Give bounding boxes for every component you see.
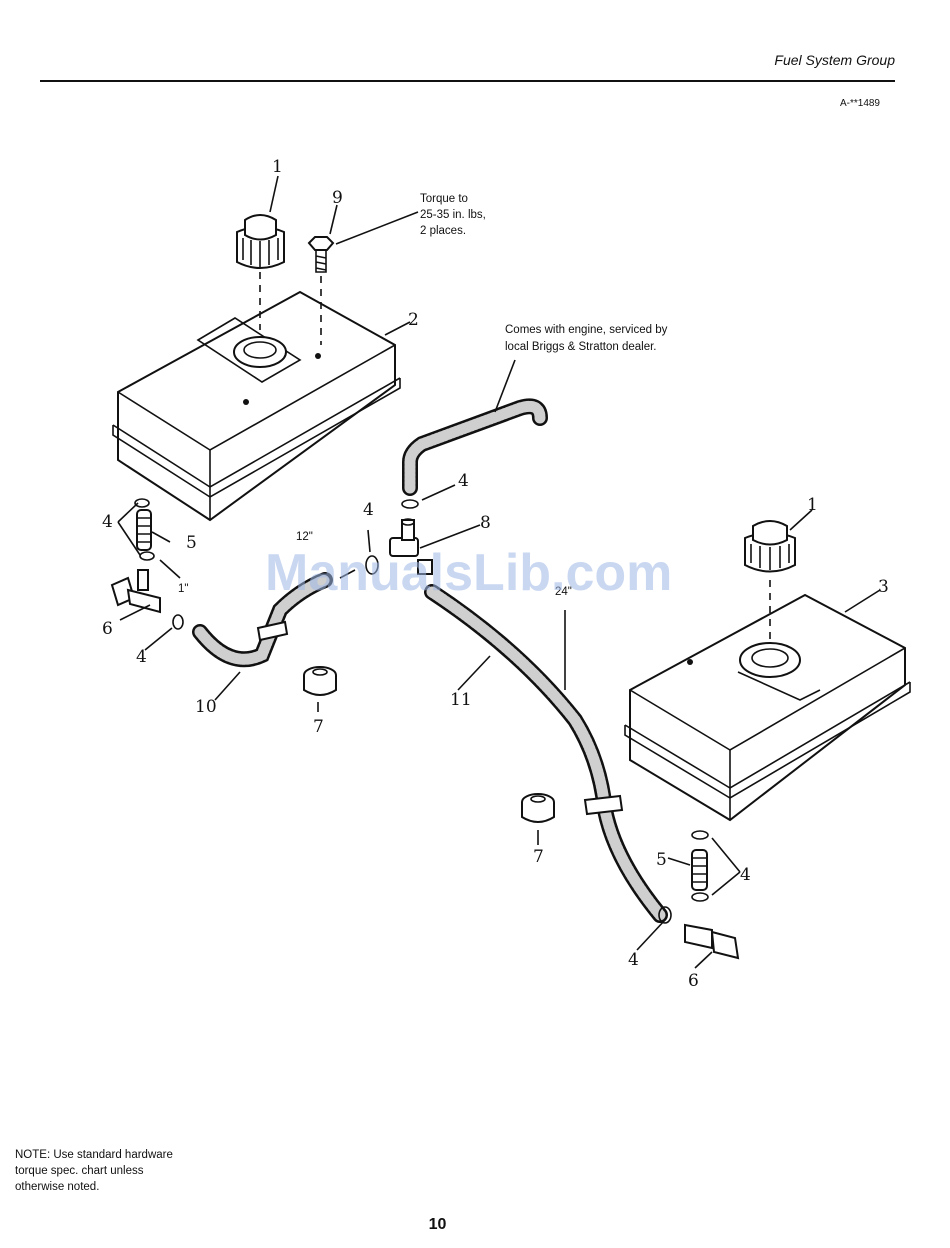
engine-hose-note-line-2: local Briggs & Stratton dealer. bbox=[505, 341, 657, 353]
note-line-1: NOTE: Use standard hardware bbox=[15, 1147, 235, 1163]
fuel-tank-right bbox=[625, 595, 910, 820]
part-number-7-right: 7 bbox=[533, 847, 544, 867]
part-number-5: 5 bbox=[186, 533, 197, 553]
part-number-3: 3 bbox=[878, 577, 889, 597]
tank-screw bbox=[309, 237, 333, 272]
part-number-11: 11 bbox=[450, 690, 472, 710]
note-line-2: torque spec. chart unless bbox=[15, 1163, 235, 1179]
part-number-4-right: 4 bbox=[740, 865, 751, 885]
torque-note-line-1: Torque to bbox=[420, 193, 468, 205]
part-number-4: 4 bbox=[102, 512, 113, 532]
part-number-4: 4 bbox=[363, 500, 374, 520]
fuel-cap-right bbox=[745, 521, 795, 572]
part-number-4-lower: 4 bbox=[628, 950, 639, 970]
hose-length-1: 1" bbox=[178, 583, 188, 595]
fuel-cap-left bbox=[237, 215, 284, 268]
engine-fuel-hose bbox=[410, 406, 540, 488]
hose-length-12: 12" bbox=[296, 531, 313, 543]
part-number-1: 1 bbox=[272, 157, 283, 177]
page-number: 10 bbox=[0, 1216, 875, 1234]
torque-note-line-3: 2 places. bbox=[420, 225, 466, 237]
part-number-7: 7 bbox=[313, 717, 324, 737]
torque-note-line-2: 25-35 in. lbs, bbox=[420, 209, 486, 221]
part-number-8: 8 bbox=[480, 513, 491, 533]
part-number-4: 4 bbox=[136, 647, 147, 667]
watermark: ManualsLib.com bbox=[265, 544, 672, 602]
fuel-hose-11 bbox=[432, 592, 660, 915]
part-number-9: 9 bbox=[332, 188, 343, 208]
part-number-1-right: 1 bbox=[807, 495, 818, 515]
part-number-5-right: 5 bbox=[656, 850, 667, 870]
engine-hose-note-line-1: Comes with engine, serviced by bbox=[505, 324, 668, 336]
part-number-6: 6 bbox=[102, 619, 113, 639]
part-number-2: 2 bbox=[408, 310, 419, 330]
fuel-tank-left bbox=[113, 292, 400, 520]
part-number-10: 10 bbox=[195, 697, 217, 717]
part-number-6-right: 6 bbox=[688, 971, 699, 991]
part-number-4: 4 bbox=[458, 471, 469, 491]
tank-grommet bbox=[304, 667, 554, 822]
note-line-3: otherwise noted. bbox=[15, 1179, 235, 1195]
hardware-note: NOTE: Use standard hardware torque spec.… bbox=[15, 1147, 235, 1195]
